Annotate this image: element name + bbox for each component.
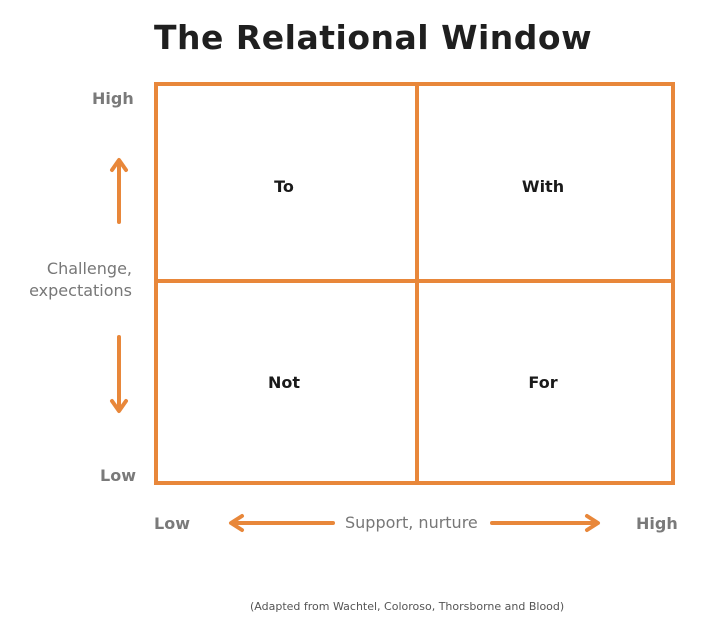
y-axis-low-label: Low: [100, 466, 136, 485]
y-axis-title-line2: expectations: [29, 281, 132, 300]
quadrant-with-label: With: [521, 177, 565, 196]
quadrant-to-label: To: [274, 177, 294, 196]
y-axis-title: Challenge, expectations: [0, 258, 132, 302]
y-axis-high-label: High: [92, 89, 134, 108]
arrow-right-icon: [490, 514, 600, 532]
arrow-down-icon: [110, 335, 128, 413]
source-footnote: (Adapted from Wachtel, Coloroso, Thorsbo…: [250, 600, 565, 613]
arrow-up-icon: [110, 158, 128, 224]
relational-window-grid: [154, 82, 675, 485]
y-axis-title-line1: Challenge,: [46, 259, 132, 278]
quadrant-not-label: Not: [267, 373, 301, 392]
x-axis-title: Support, nurture: [345, 513, 478, 532]
quadrant-for-label: For: [528, 373, 558, 392]
diagram-title: The Relational Window: [154, 18, 593, 57]
x-axis-low-label: Low: [154, 514, 190, 533]
horizontal-divider: [158, 279, 671, 283]
vertical-divider: [415, 86, 419, 481]
arrow-left-icon: [229, 514, 335, 532]
x-axis-high-label: High: [636, 514, 678, 533]
